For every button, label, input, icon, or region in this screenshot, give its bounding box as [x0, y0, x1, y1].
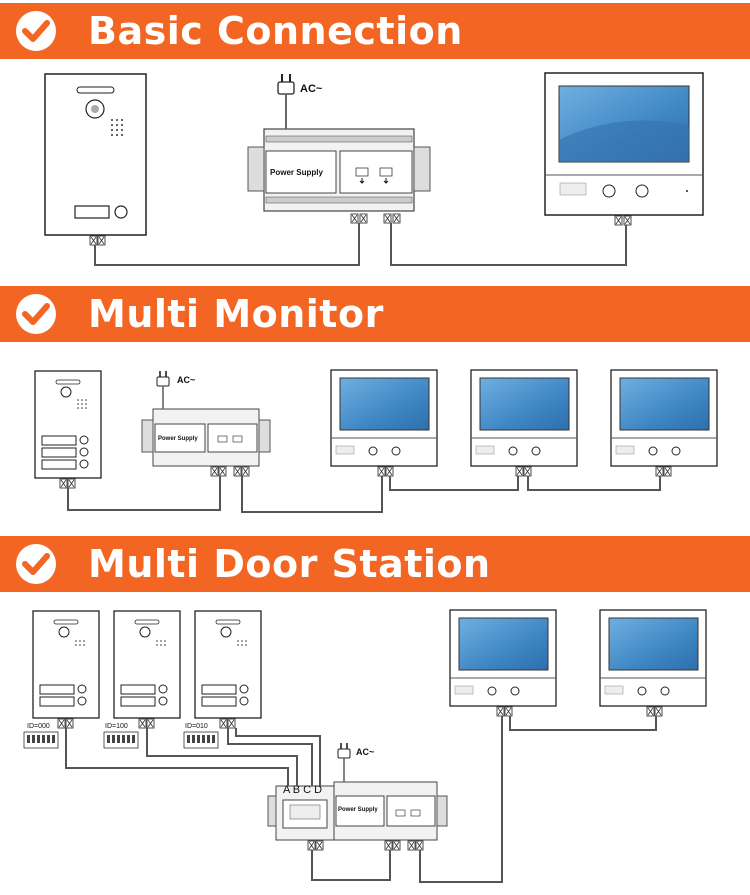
section-banner-multi-monitor: Multi Monitor [0, 286, 750, 342]
wire [67, 476, 661, 513]
switcher-module: A B C D [267, 784, 335, 851]
indoor-monitor [599, 609, 707, 717]
power-supply: Power Supply [247, 128, 431, 224]
dip-switch [23, 731, 59, 749]
indoor-monitor [330, 369, 438, 477]
power-supply-label: Power Supply [338, 807, 378, 813]
ac-label: AC~ [177, 375, 195, 385]
door-station [32, 610, 100, 729]
door-station-3-button [34, 370, 102, 489]
ac-plug-icon [337, 743, 351, 782]
indoor-monitor [544, 72, 704, 226]
abcd-label: A B C D [283, 784, 322, 796]
id-label-100: ID=100 [105, 723, 128, 730]
door-station [113, 610, 181, 729]
indoor-monitor [449, 609, 557, 717]
checkmark-icon [16, 11, 56, 51]
ac-label: AC~ [300, 83, 323, 95]
dip-switch [183, 731, 219, 749]
indoor-monitor [610, 369, 718, 477]
indoor-monitor [470, 369, 578, 477]
wire [94, 223, 627, 266]
ac-plug-icon [277, 74, 295, 129]
id-label-010: ID=010 [185, 723, 208, 730]
door-station [194, 610, 262, 729]
checkmark-icon [16, 544, 56, 584]
power-supply: Power Supply [333, 781, 448, 851]
power-supply: Power Supply [141, 408, 271, 477]
id-label-000: ID=000 [27, 723, 50, 730]
section-banner-multi-door: Multi Door Station [0, 536, 750, 592]
section-banner-basic: Basic Connection [0, 3, 750, 59]
dip-switch [103, 731, 139, 749]
section-title-basic: Basic Connection [88, 9, 463, 53]
door-station [44, 73, 147, 246]
power-supply-label: Power Supply [158, 436, 198, 442]
ac-label: AC~ [356, 747, 374, 757]
wire [65, 716, 657, 883]
power-supply-label: Power Supply [270, 168, 323, 177]
ac-plug-icon [156, 371, 170, 409]
section-title-multi-door: Multi Door Station [88, 542, 491, 586]
checkmark-icon [16, 294, 56, 334]
section-title-multi-monitor: Multi Monitor [88, 292, 384, 336]
